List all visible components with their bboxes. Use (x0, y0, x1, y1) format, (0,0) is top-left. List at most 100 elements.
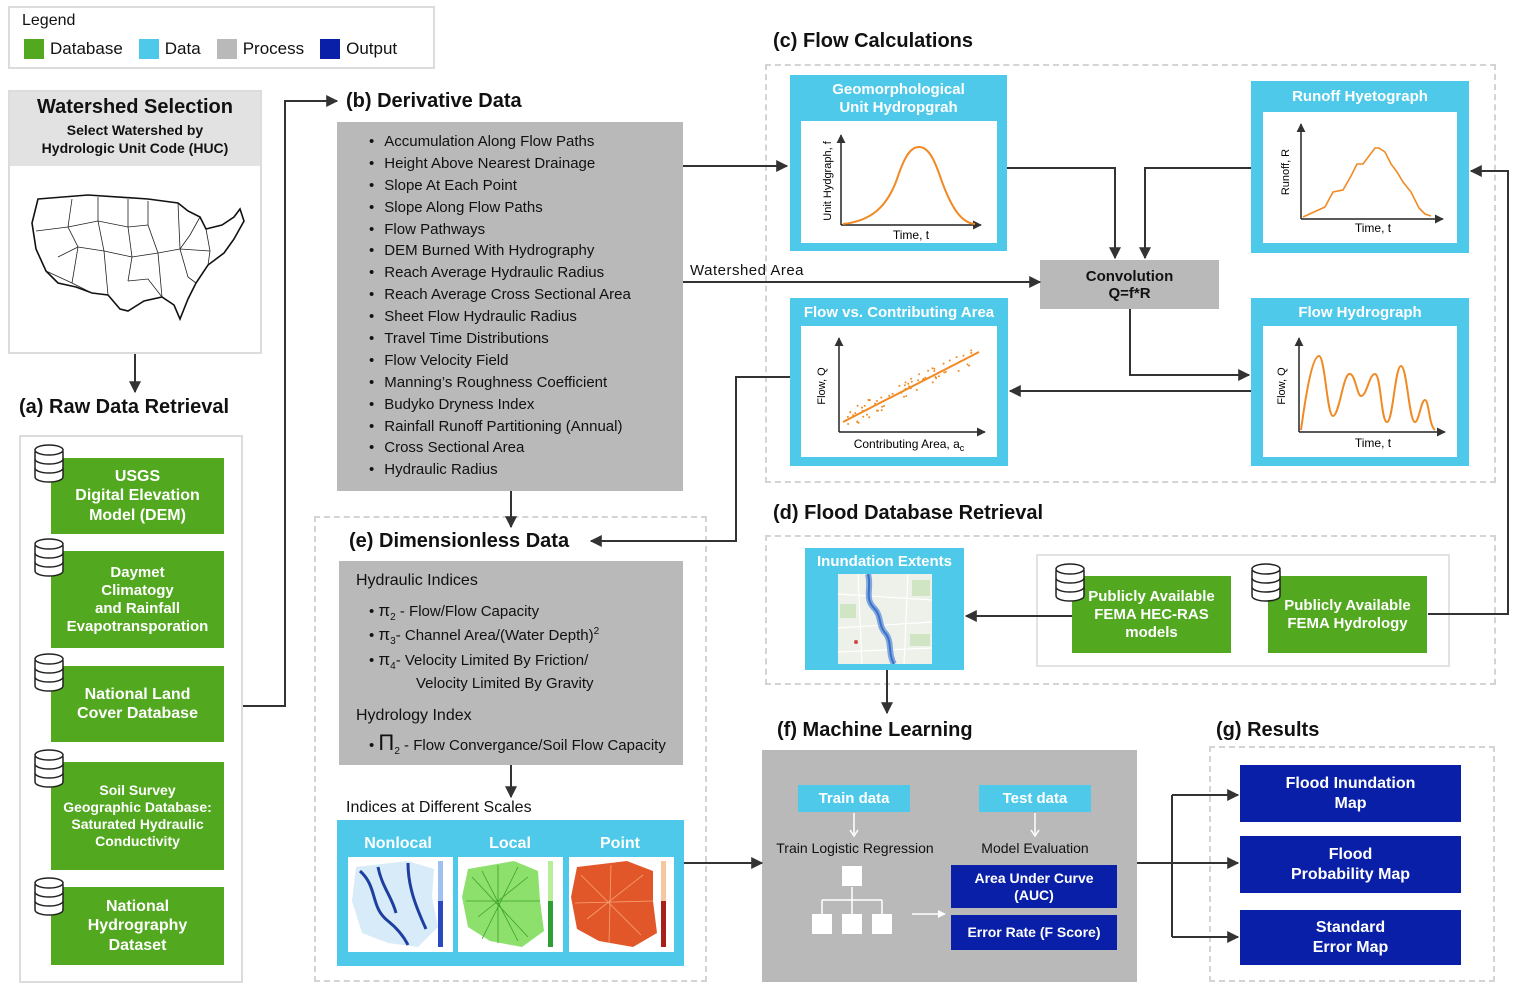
legend: Legend Database Data Process Output (8, 6, 435, 69)
output-inundation-map: Flood Inundation Map (1240, 765, 1461, 822)
scales-title: Indices at Different Scales (346, 799, 532, 816)
output-probability-map: Flood Probability Map (1240, 836, 1461, 893)
scatter-point (903, 389, 905, 392)
scatter-point (942, 362, 945, 365)
convolution-box: Convolution Q=f*R (1040, 260, 1219, 309)
scatter-point (857, 421, 860, 424)
hecras-line2: FEMA HEC-RAS (1094, 605, 1209, 623)
fca-title: Flow vs. Contributing Area (803, 304, 995, 321)
eval-process-label: Model Evaluation (981, 840, 1089, 856)
scatter-point (854, 412, 857, 415)
scatter-point (918, 381, 921, 384)
scatter-point (970, 351, 973, 354)
big-pi2-row: • Π2 - Flow Convergance/Soil Flow Capaci… (369, 730, 666, 757)
hydrograph-plot: Flow, Q Time, t (1263, 326, 1457, 457)
watershed-selection: Watershed Selection Select Watershed by … (8, 90, 262, 354)
pi2-row: • π2 - Flow/Flow Capacity (369, 601, 540, 623)
pi2-sub: 2 (390, 612, 396, 623)
database-icon (34, 653, 64, 692)
hydrology-index-heading: Hydrology Index (356, 707, 472, 724)
convolution-line1: Convolution (1085, 268, 1174, 285)
scatter-point (910, 377, 913, 380)
derivative-item: Budyko Dryness Index (369, 394, 683, 416)
pi3-sup: 2 (593, 626, 600, 637)
pi3-sub: 3 (390, 636, 396, 647)
pi4-sub: 4 (390, 661, 396, 672)
hydrology-line2: FEMA Hydrology (1287, 614, 1408, 632)
inundation-map (838, 574, 932, 664)
flood-db-title: (d) Flood Database Retrieval (773, 502, 1044, 524)
legend-label-output: Output (346, 39, 398, 58)
watershed-title: Watershed Selection (37, 96, 233, 118)
derivative-item: Reach Average Hydraulic Radius (369, 262, 683, 284)
database-icon (34, 444, 64, 483)
db-nlcd-line1: National Land (84, 685, 191, 703)
derivative-item: Slope At Each Point (369, 175, 683, 197)
db-nlcd-line2: Cover Database (77, 705, 198, 722)
hydrology-line1: Publicly Available (1284, 596, 1411, 614)
output-probability-line2: Probability Map (1290, 865, 1411, 883)
db-usgs-line2: Digital Elevation (75, 487, 200, 505)
scatter-point (898, 384, 901, 387)
pi4-symbol: π (378, 650, 391, 669)
db-usgs-dem: USGS Digital Elevation Model (DEM) (51, 458, 224, 534)
runoff-line (1302, 147, 1432, 218)
dimensionless-title: (e) Dimensionless Data (345, 530, 574, 553)
scatter-point (943, 371, 946, 374)
legend-title: Legend (22, 12, 76, 29)
guh-plot: Unit Hydgraph, f Time, t (801, 121, 997, 243)
scatter-point (880, 409, 883, 412)
scatter-point (907, 382, 910, 385)
flow-title: (c) Flow Calculations (773, 30, 974, 52)
scatter-point (922, 379, 925, 382)
db-usgs-line1: USGS (114, 468, 161, 486)
pi4-row: • π4- Velocity Limited By Friction/ (369, 650, 589, 672)
scatter-point (962, 354, 965, 357)
scatter-point (910, 380, 913, 383)
fca-xlabel-sub: c (960, 443, 965, 453)
scales-card: Nonlocal Local Point (337, 820, 684, 966)
legend-swatch-process (216, 39, 237, 59)
scale-point-map (569, 857, 674, 952)
train-process-label: Train Logistic Regression (776, 840, 934, 856)
db-daymet-line1: Daymet (110, 563, 165, 581)
scatter-point (891, 392, 894, 395)
db-nlcd: National Land Cover Database (51, 666, 224, 742)
scatter-point (924, 376, 927, 379)
scatter-point (948, 359, 951, 362)
big-pi-sub: 2 (394, 746, 400, 757)
watershed-subtitle-1: Select Watershed by (66, 122, 204, 138)
db-ssurgo-line3: Saturated Hydraulic (71, 816, 204, 832)
legend-swatch-data (138, 39, 159, 59)
derivative-item: Rainfall Runoff Partitioning (Annual) (369, 416, 683, 438)
scatter-point (875, 399, 878, 402)
results-panel (1209, 746, 1495, 982)
pi2-symbol: π (378, 601, 391, 620)
guh-title-2: Unit Hydropgrah (839, 99, 958, 116)
scatter-point (944, 370, 947, 373)
scatter-point (918, 373, 921, 376)
scatter-point (931, 367, 934, 370)
derivative-item: Sheet Flow Hydraulic Radius (369, 306, 683, 328)
scatter-point (935, 377, 938, 380)
db-daymet-line3: and Rainfall (94, 599, 180, 617)
hydrograph-title: Flow Hydrograph (1298, 304, 1422, 321)
derivative-panel: Accumulation Along Flow PathsHeight Abov… (337, 122, 683, 491)
runoff-ylabel: Runoff, R (1280, 149, 1292, 195)
legend-items: Database Data Process Output (24, 39, 397, 59)
scatter-point (908, 385, 911, 388)
raw-data-title: (a) Raw Data Retrieval (19, 396, 230, 418)
db-nhd-line2: Hydrography (87, 917, 188, 935)
derivative-list: Accumulation Along Flow PathsHeight Abov… (369, 131, 683, 481)
database-icon (34, 749, 64, 788)
runoff-xlabel: Time, t (1355, 221, 1392, 235)
error-rate-box: Error Rate (F Score) (951, 915, 1117, 950)
fca-plot: Flow, Q Contributing Area, ac (801, 326, 997, 457)
scatter-point (905, 395, 908, 398)
convolution-line2: Q=f*R (1108, 285, 1151, 302)
watershed-area-label: Watershed Area (690, 262, 804, 279)
db-daymet: Daymet Climatogy and Rainfall Evapotrans… (51, 551, 224, 648)
db-fema-hydrology: Publicly Available FEMA Hydrology (1268, 576, 1427, 653)
hydrograph-ylabel: Flow, Q (1276, 367, 1288, 405)
scatter-point (862, 415, 865, 418)
